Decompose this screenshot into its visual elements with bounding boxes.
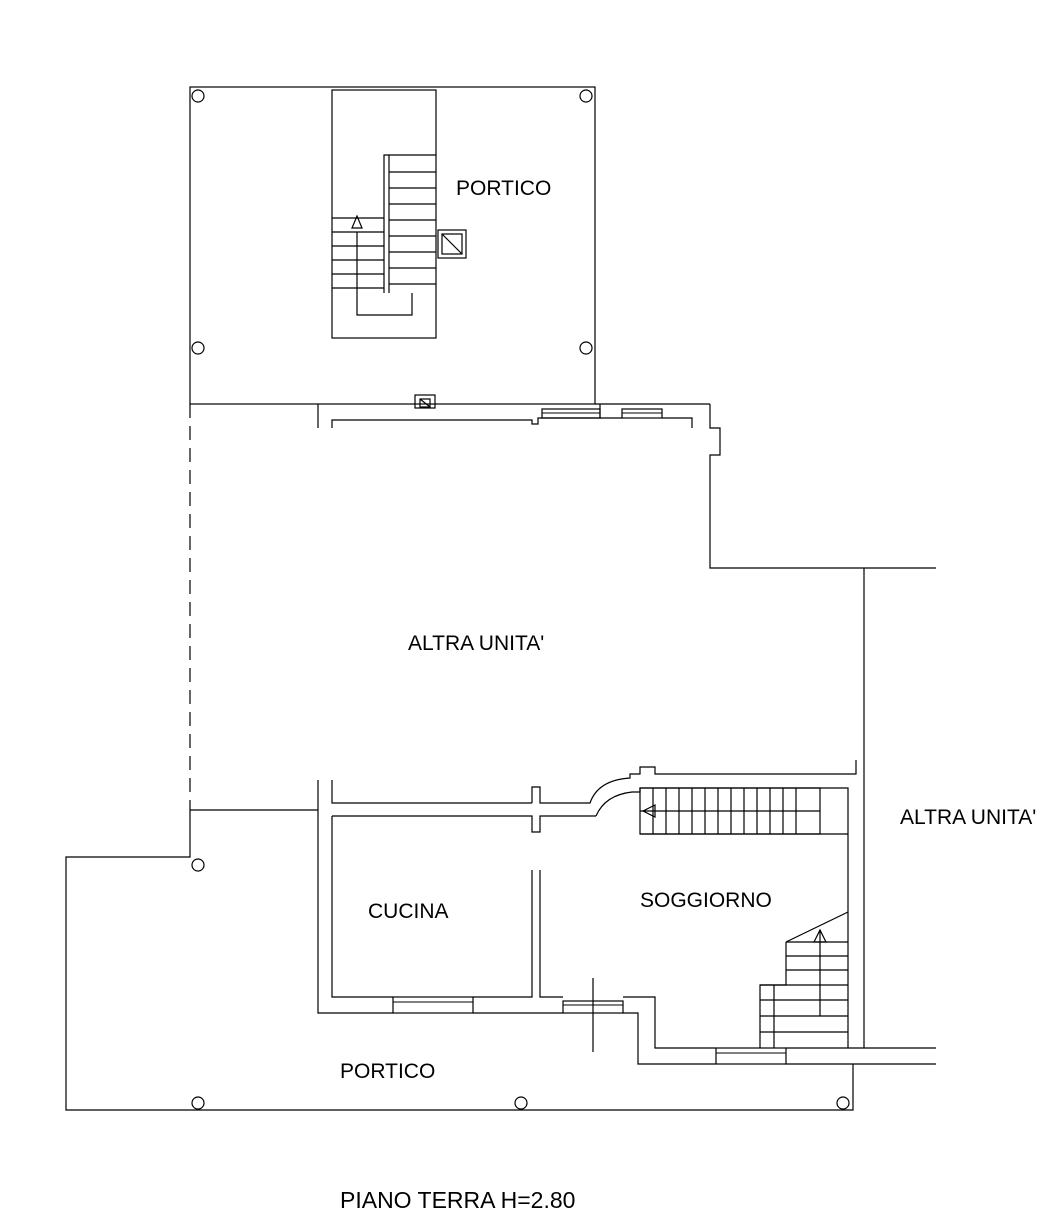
- wall: [623, 996, 716, 1049]
- label-cucina: CUCINA: [368, 900, 449, 923]
- wall: [473, 870, 533, 998]
- column: [514, 1096, 528, 1110]
- wall: [539, 870, 563, 998]
- column: [191, 1096, 205, 1110]
- column: [579, 89, 593, 103]
- stair-treads-right: [388, 155, 436, 293]
- wall: [531, 760, 857, 804]
- label-altra-unita-center: ALTRA UNITA': [408, 632, 544, 655]
- column: [191, 341, 205, 355]
- chimney: [437, 229, 467, 259]
- upper-staircase: [331, 89, 467, 339]
- label-portico-bottom: PORTICO: [340, 1060, 435, 1083]
- wall: [595, 787, 849, 852]
- chimney-hatch: [441, 233, 463, 255]
- column: [191, 89, 205, 103]
- chimney-flue: [441, 233, 463, 255]
- upper-portico-outline: [189, 86, 596, 405]
- column: [191, 858, 205, 872]
- stair-rail: [383, 154, 436, 293]
- stair-well: [331, 89, 437, 339]
- lower-portico: [65, 810, 854, 1111]
- wall: [331, 816, 393, 998]
- chimney-small: [414, 394, 436, 409]
- wall: [331, 780, 532, 804]
- plan-caption: PIANO TERRA H=2.80: [340, 1187, 575, 1213]
- wall: [332, 815, 596, 833]
- label-altra-unita-right: ALTRA UNITA': [900, 806, 1036, 829]
- lower-portico-outline: [65, 810, 854, 1111]
- wall: [331, 404, 601, 428]
- wall: [662, 417, 693, 428]
- column: [579, 341, 593, 355]
- chimney-small-hatch: [419, 398, 431, 408]
- window: [715, 1047, 787, 1065]
- wall: [317, 780, 393, 1014]
- lower-apartment: [317, 760, 936, 1065]
- label-portico-top: PORTICO: [456, 177, 551, 200]
- stair-up-arrow-icon: [813, 928, 827, 943]
- wall: [709, 404, 936, 569]
- chimney-small-flue: [419, 398, 431, 408]
- window: [392, 996, 474, 1014]
- stair-up-arrow-icon: [351, 214, 363, 229]
- label-soggiorno: SOGGIORNO: [640, 889, 772, 912]
- wall: [623, 1012, 716, 1065]
- column: [836, 1096, 850, 1110]
- living-stair-lower: [759, 911, 849, 1048]
- middle-unit: [189, 394, 936, 1048]
- stair-arrow-left-icon: [641, 804, 656, 818]
- living-stair-upper: [639, 787, 848, 835]
- upper-portico: [189, 86, 596, 405]
